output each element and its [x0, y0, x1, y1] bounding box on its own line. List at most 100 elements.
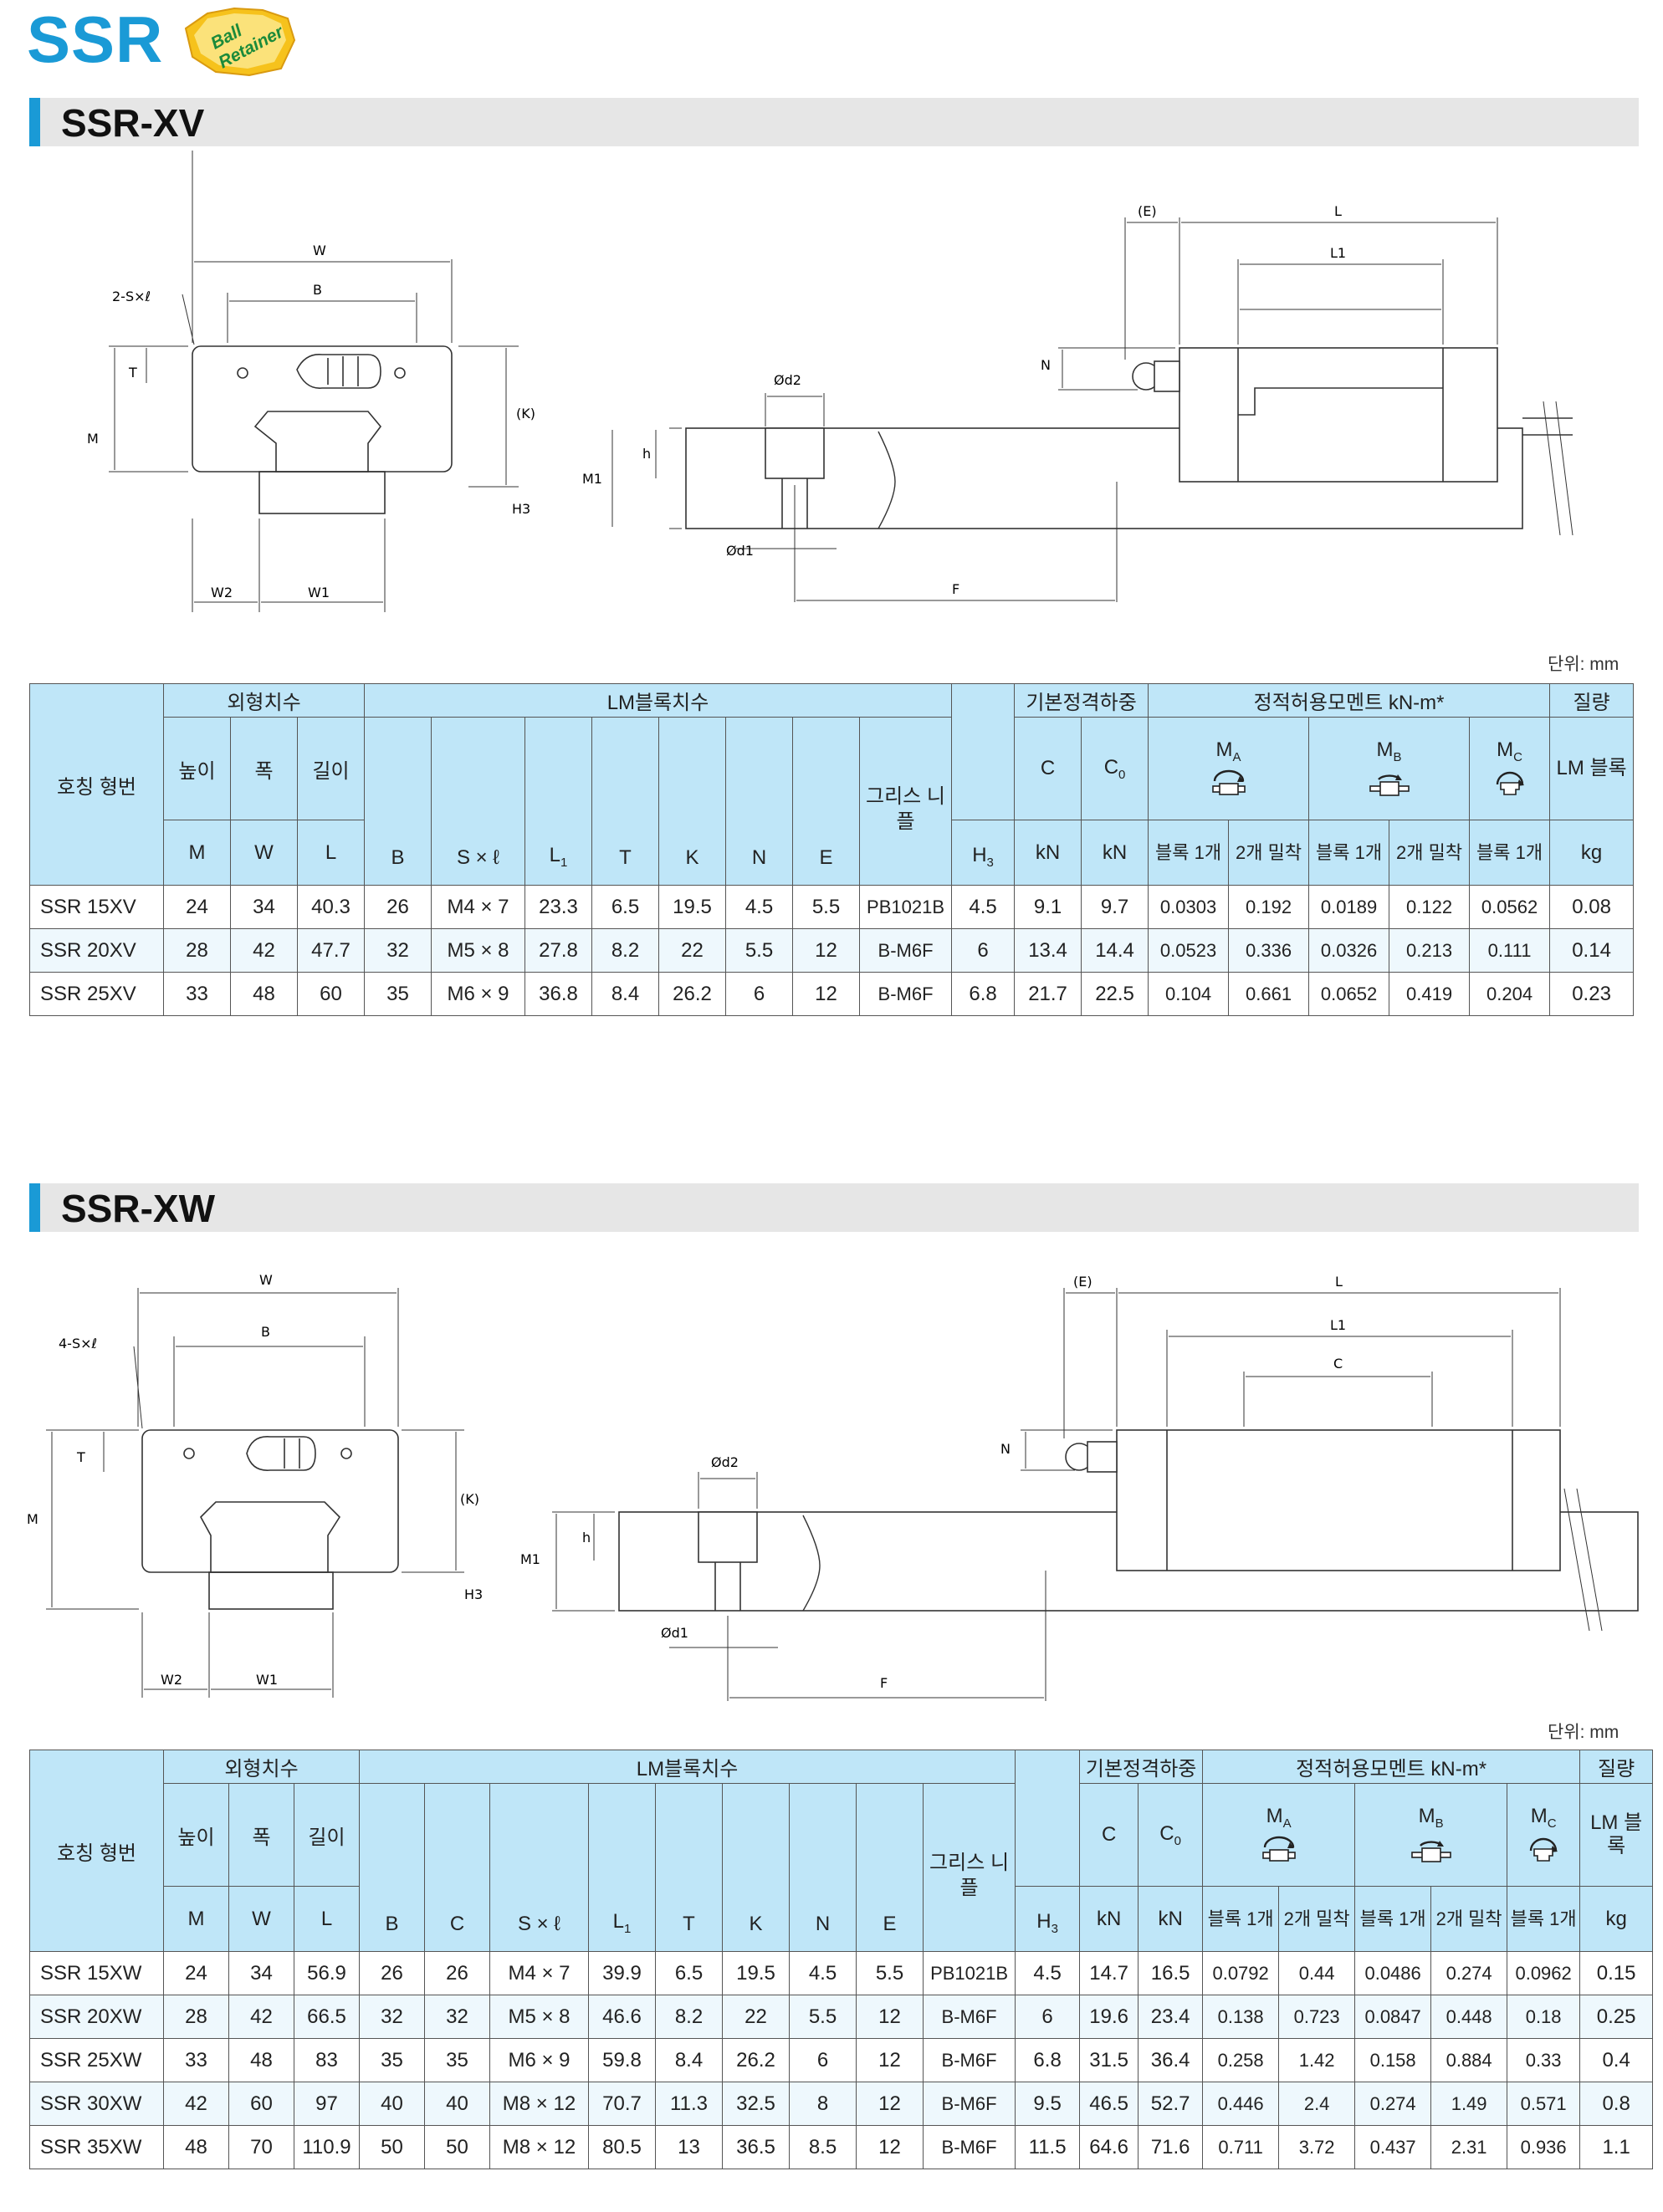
hdr-grease: 그리스 니플	[858, 717, 953, 886]
cell-L: 47.7	[297, 928, 365, 973]
hdr-moment: 정적허용모멘트 kN-m*	[1148, 683, 1551, 718]
cell-B: 50	[359, 2125, 425, 2169]
xw-drawing: W B 4-S×ℓ T M (K) H3 W2 W1 (E) L L1 C N …	[27, 1272, 1639, 1701]
cell-model: SSR 15XV	[29, 885, 164, 929]
moment-a-icon	[1261, 1837, 1296, 1862]
hdr-kg: kg	[1579, 1886, 1654, 1952]
hdr-MC: MC	[1507, 1783, 1581, 1887]
cell-Sl: M4 × 7	[431, 885, 525, 929]
dim-W2: W2	[211, 585, 233, 600]
dim-K: (K)	[460, 1491, 479, 1507]
hdr-K: K	[722, 1783, 790, 1952]
dim-L1: L1	[1330, 1317, 1346, 1333]
cell-W: 48	[230, 972, 298, 1016]
cell-grease: PB1021B	[858, 885, 953, 929]
cell-model: SSR 35XW	[29, 2125, 164, 2169]
section-header-xv: SSR-XV	[29, 98, 1639, 146]
cell-L: 97	[294, 2082, 360, 2126]
cell-MA2: 0.192	[1228, 885, 1310, 929]
dim-N: N	[1041, 357, 1051, 373]
brand-title: SSR	[27, 3, 164, 76]
hdr-width: 폭	[228, 1783, 294, 1887]
cell-T: 8.4	[591, 972, 659, 1016]
hdr-mc-single: 블록 1개	[1507, 1886, 1581, 1952]
moment-c-icon	[1529, 1838, 1558, 1862]
cell-B: 26	[364, 885, 432, 929]
cell-W: 34	[230, 885, 298, 929]
cell-MA1: 0.104	[1148, 972, 1230, 1016]
hdr-M: M	[163, 820, 231, 886]
cell-E: 12	[792, 928, 860, 973]
hdr-C0: C0	[1081, 717, 1149, 820]
moment-b-icon	[1369, 774, 1410, 797]
hdr-L1: L1	[524, 717, 592, 886]
cell-MB1: 0.0847	[1354, 1995, 1432, 2039]
hdr-MB: MB	[1354, 1783, 1508, 1887]
cell-MA1: 0.0523	[1148, 928, 1230, 973]
cell-B: 40	[359, 2082, 425, 2126]
cell-M: 33	[163, 2038, 229, 2082]
dim-d1: Ød1	[661, 1625, 688, 1641]
cell-mass: 0.14	[1549, 928, 1635, 973]
cell-W: 34	[228, 1951, 294, 1995]
cell-T: 13	[655, 2125, 723, 2169]
cell-MA1: 0.138	[1202, 1995, 1280, 2039]
cell-T: 6.5	[655, 1951, 723, 1995]
hdr-W: W	[230, 820, 298, 886]
cell-M: 42	[163, 2082, 229, 2126]
cell-MC: 0.111	[1469, 928, 1551, 973]
cell-MA2: 2.4	[1278, 2082, 1356, 2126]
cell-grease: B-M6F	[922, 1995, 1016, 2039]
cell-Sl: M4 × 7	[489, 1951, 589, 1995]
cell-MA2: 1.42	[1278, 2038, 1356, 2082]
dim-E: (E)	[1073, 1274, 1092, 1290]
cell-MC: 0.33	[1507, 2038, 1581, 2082]
cell-T: 8.4	[655, 2038, 723, 2082]
hdr-outer: 외형치수	[163, 1750, 360, 1784]
dim-H3: H3	[464, 1586, 483, 1602]
dim-F: F	[952, 581, 959, 597]
hdr-block: LM블록치수	[358, 1750, 1016, 1784]
cell-MA1: 0.0792	[1202, 1951, 1280, 1995]
cell-B: 32	[364, 928, 432, 973]
cell-MA1: 0.711	[1202, 2125, 1280, 2169]
dim-Sl: 2-S×ℓ	[112, 289, 151, 304]
dim-B: B	[261, 1324, 270, 1340]
cell-MA1: 0.258	[1202, 2038, 1280, 2082]
hdr-mb-single: 블록 1개	[1354, 1886, 1432, 1952]
dim-N: N	[1000, 1441, 1011, 1457]
moment-c-icon	[1496, 772, 1524, 796]
cell-L: 66.5	[294, 1995, 360, 2039]
cell-Cd: 26	[424, 1951, 490, 1995]
cell-Sl: M6 × 9	[489, 2038, 589, 2082]
hdr-mc-single: 블록 1개	[1469, 820, 1551, 886]
cell-C0: 16.5	[1138, 1951, 1204, 1995]
cell-C: 46.5	[1079, 2082, 1139, 2126]
cell-C: 19.6	[1079, 1995, 1139, 2039]
dim-d2: Ød2	[711, 1454, 739, 1470]
hdr-E: E	[792, 717, 860, 886]
dim-M: M	[87, 431, 99, 447]
cell-grease: B-M6F	[858, 972, 953, 1016]
hdr-MA: MA	[1202, 1783, 1356, 1887]
cell-MB2: 0.274	[1430, 1951, 1508, 1995]
cell-MC: 0.0562	[1469, 885, 1551, 929]
cell-N: 8	[789, 2082, 857, 2126]
hdr-height: 높이	[163, 717, 231, 820]
cell-model: SSR 30XW	[29, 2082, 164, 2126]
hdr-ma-double: 2개 밀착	[1278, 1886, 1356, 1952]
cell-K: 19.5	[722, 1951, 790, 1995]
cell-Sl: M5 × 8	[489, 1995, 589, 2039]
cell-N: 5.5	[789, 1995, 857, 2039]
cell-grease: B-M6F	[922, 2038, 1016, 2082]
cell-Cd: 32	[424, 1995, 490, 2039]
hdr-MC: MC	[1469, 717, 1551, 820]
cell-MA2: 0.661	[1228, 972, 1310, 1016]
hdr-load: 기본정격하중	[1079, 1750, 1204, 1784]
cell-H3: 4.5	[1015, 1951, 1081, 1995]
dim-L1: L1	[1330, 245, 1346, 261]
